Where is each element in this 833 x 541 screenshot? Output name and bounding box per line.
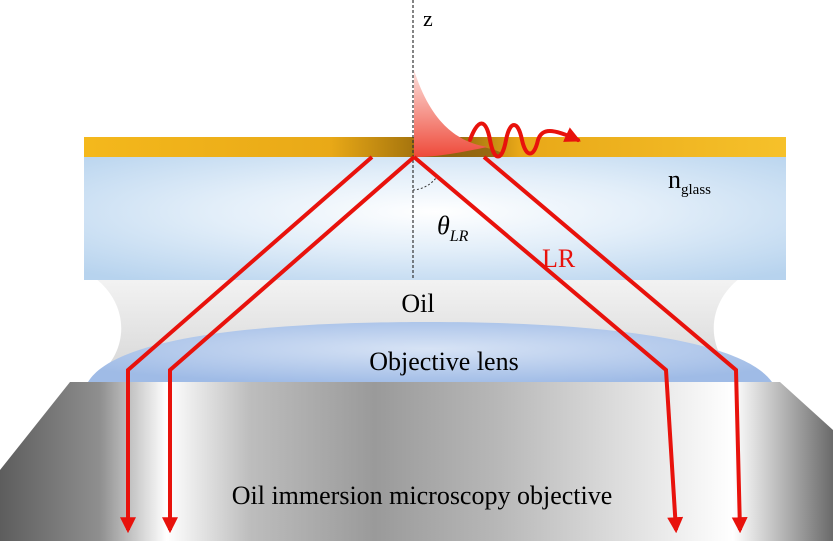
angle-arc (412, 177, 437, 191)
oil-label: Oil (401, 289, 434, 318)
ray-left-inner (162, 155, 416, 534)
ray-left-outer (120, 155, 374, 534)
theta-symbol: θ (437, 211, 450, 240)
ray-right-outer (482, 155, 748, 534)
theta-subscript: LR (449, 228, 469, 245)
plasmon-wave (468, 121, 581, 159)
n-glass-label: nglass (668, 165, 711, 198)
n-glass-subscript: glass (681, 182, 711, 198)
objective-lens-label: Objective lens (369, 347, 518, 376)
leakage-rays (120, 155, 748, 534)
objective-body (0, 382, 833, 541)
z-axis-label: z (423, 6, 433, 31)
theta-lr-label: θLR (437, 211, 469, 245)
lr-label: LR (542, 244, 576, 273)
objective-label: Oil immersion microscopy objective (232, 481, 613, 510)
objective-lens (88, 322, 772, 382)
n-glass-main: n (668, 165, 681, 194)
evanescent-field (414, 70, 488, 157)
ray-right-inner (412, 155, 684, 534)
